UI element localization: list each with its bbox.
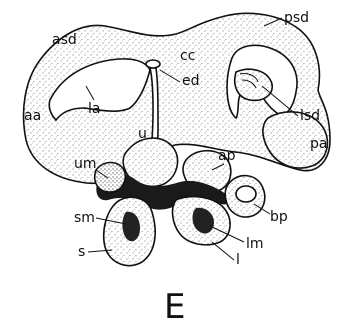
label-lm: lm bbox=[246, 236, 264, 252]
label-l: l bbox=[236, 252, 240, 268]
leader-l bbox=[212, 242, 234, 260]
label-lsd: lsd bbox=[300, 108, 320, 124]
label-ap: ap bbox=[218, 148, 236, 164]
label-ed: ed bbox=[182, 73, 200, 89]
panel-letter: E bbox=[164, 287, 185, 327]
label-um: um bbox=[74, 156, 97, 172]
label-aa: aa bbox=[24, 108, 41, 124]
basilar-papilla-inner bbox=[236, 186, 256, 202]
endolymphatic-sac bbox=[146, 60, 160, 68]
label-sm: sm bbox=[74, 210, 95, 226]
label-s: s bbox=[78, 244, 85, 260]
label-pa: pa bbox=[310, 136, 327, 152]
label-cc: cc bbox=[180, 48, 195, 64]
label-bp: bp bbox=[270, 209, 288, 225]
utricular-macula bbox=[95, 163, 125, 193]
label-u: u bbox=[138, 126, 147, 142]
label-psd: psd bbox=[284, 10, 309, 26]
label-asd: asd bbox=[52, 32, 77, 48]
label-la: la bbox=[88, 101, 100, 117]
